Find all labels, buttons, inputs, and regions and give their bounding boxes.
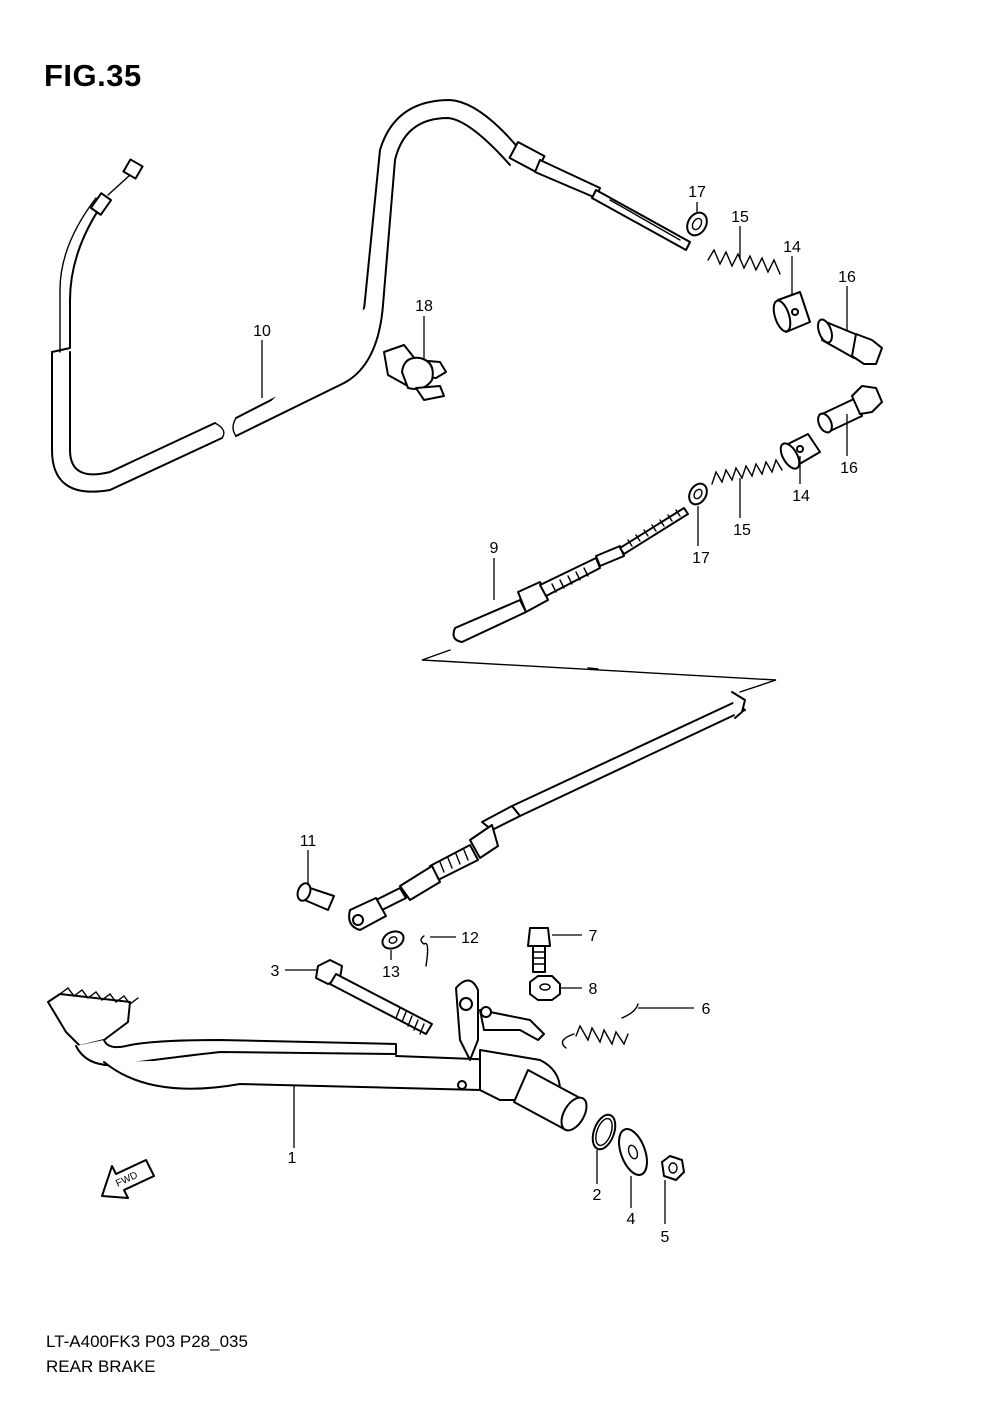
- cable-joint-14-lower: [779, 433, 821, 470]
- figure-title: FIG.35: [44, 58, 142, 93]
- callout-8: 8: [589, 981, 598, 998]
- callout-14-lower: 14: [792, 488, 810, 505]
- cable-joint-14-upper: [772, 291, 811, 333]
- pin-16-upper: [817, 318, 883, 365]
- callout-3: 3: [271, 963, 280, 980]
- o-ring-2: [591, 1113, 617, 1151]
- callout-6: 6: [702, 1001, 711, 1018]
- callout-7: 7: [589, 928, 598, 945]
- figure-name: REAR BRAKE: [46, 1357, 156, 1376]
- nut-5: [661, 1155, 685, 1181]
- pin-16-lower: [817, 385, 883, 434]
- washer-17-upper: [686, 211, 708, 237]
- callout-10: 10: [253, 323, 271, 340]
- nut-8: [529, 975, 561, 1001]
- callout-11: 11: [300, 833, 317, 850]
- brake-pedal-1: [47, 979, 588, 1132]
- callout-17-upper: 17: [688, 184, 706, 201]
- callout-9: 9: [490, 540, 499, 557]
- washer-4: [618, 1128, 648, 1176]
- model-code: LT-A400FK3 P03 P28_035: [46, 1332, 248, 1351]
- callout-17-lower: 17: [692, 550, 710, 567]
- rear-brake-cable-upper: [51, 99, 691, 493]
- rear-brake-cable-lower: [348, 507, 777, 931]
- callout-15-lower: 15: [733, 522, 751, 539]
- return-spring-6: [561, 1003, 639, 1049]
- spring-15-lower: [711, 458, 783, 485]
- washer-13: [381, 930, 405, 950]
- callout-numbers: 17 15 14 16 18 10 16 14 15 17 9 11 12 13…: [253, 184, 858, 1246]
- clamp-18: [383, 344, 447, 401]
- callout-15-upper: 15: [731, 209, 749, 226]
- cotter-pin-12: [420, 935, 429, 967]
- callout-16-lower: 16: [840, 460, 858, 477]
- callout-4: 4: [627, 1211, 636, 1228]
- callout-13: 13: [382, 964, 400, 981]
- callout-16-upper: 16: [838, 269, 856, 286]
- leader-lines: [261, 202, 848, 1224]
- callout-1: 1: [288, 1150, 297, 1167]
- callout-5: 5: [661, 1229, 670, 1246]
- callout-18: 18: [415, 298, 433, 315]
- callout-12: 12: [461, 930, 479, 947]
- fwd-arrow-icon: FWD: [101, 1159, 155, 1199]
- washer-17-lower: [688, 482, 708, 506]
- bolt-7: [527, 927, 551, 973]
- callout-14-upper: 14: [783, 239, 801, 256]
- bolt-3: [315, 959, 433, 1035]
- callout-2: 2: [593, 1187, 602, 1204]
- clevis-pin-11: [296, 882, 335, 911]
- spring-15-upper: [707, 248, 781, 275]
